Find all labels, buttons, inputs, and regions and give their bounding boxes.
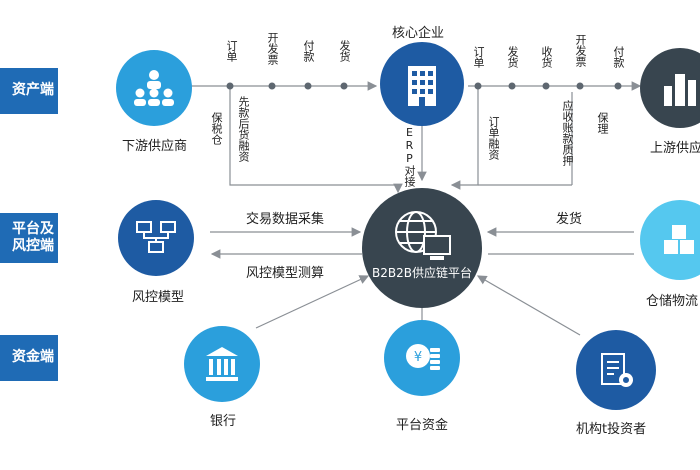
warehouse-label: 仓储物流	[646, 294, 699, 309]
network-computers-icon	[136, 221, 176, 253]
order-financing-label: 订单融资	[487, 116, 500, 160]
boxes-icon	[664, 225, 694, 254]
flow-right-4: 付款	[612, 46, 625, 68]
band-asset: 资产端	[0, 68, 58, 114]
risk-measure-label: 风控模型测算	[246, 266, 325, 281]
investor-label: 机构t投资者	[576, 422, 647, 437]
band-platform: 平台及 风控端	[0, 213, 58, 263]
flow-right-2: 收货	[540, 46, 553, 68]
city-building-icon	[664, 74, 696, 106]
coin-stack-icon: ¥	[406, 344, 440, 370]
investor-node	[576, 330, 656, 410]
bank-building-icon	[206, 347, 238, 381]
core-label: 核心企业	[392, 26, 445, 41]
risk-model-label: 风控模型	[132, 290, 185, 305]
flow-right-0: 订单	[472, 46, 485, 68]
band-funding: 资金端	[0, 335, 58, 381]
ship-label: 发货	[556, 212, 583, 227]
core-node	[380, 42, 464, 126]
bank-node	[184, 326, 260, 402]
platform-label: B2B2B供应链平台	[372, 266, 472, 280]
receivable-pledge-label: 应收账款质押	[561, 100, 574, 166]
bank-arrow	[255, 275, 370, 329]
downstream-label: 下游供应商	[122, 139, 188, 154]
flow-right-3: 开发票	[574, 34, 587, 67]
flow-left-2: 付款	[302, 40, 315, 62]
bank-label: 银行	[210, 414, 237, 429]
globe-computer-icon	[395, 211, 451, 260]
people-network-icon	[134, 70, 174, 106]
platform-node	[362, 188, 482, 308]
platform-fund-node: ¥	[384, 320, 460, 396]
flow-right-1: 发货	[506, 46, 519, 68]
prepay-financing-label: 先款后货融资	[237, 96, 250, 162]
factoring-label: 保理	[596, 112, 609, 134]
left-vertical-line	[229, 86, 403, 194]
erp-label: ERP对接	[403, 126, 416, 187]
checklist-gear-icon	[601, 353, 633, 387]
building-icon	[408, 66, 436, 106]
svg-text:¥: ¥	[414, 350, 422, 365]
upstream-node	[640, 48, 700, 128]
risk-model-node	[118, 200, 194, 276]
bonded-warehouse-label: 保税仓	[210, 112, 223, 145]
upstream-label: 上游供应	[650, 141, 700, 156]
data-collect-label: 交易数据采集	[246, 212, 325, 227]
flow-left-0: 订单	[225, 40, 238, 62]
downstream-node	[116, 50, 192, 126]
platform-fund-label: 平台资金	[396, 418, 449, 433]
investor-arrow	[476, 275, 581, 336]
warehouse-node	[640, 200, 700, 280]
flow-left-3: 发货	[338, 40, 351, 62]
flow-left-1: 开发票	[266, 32, 279, 65]
